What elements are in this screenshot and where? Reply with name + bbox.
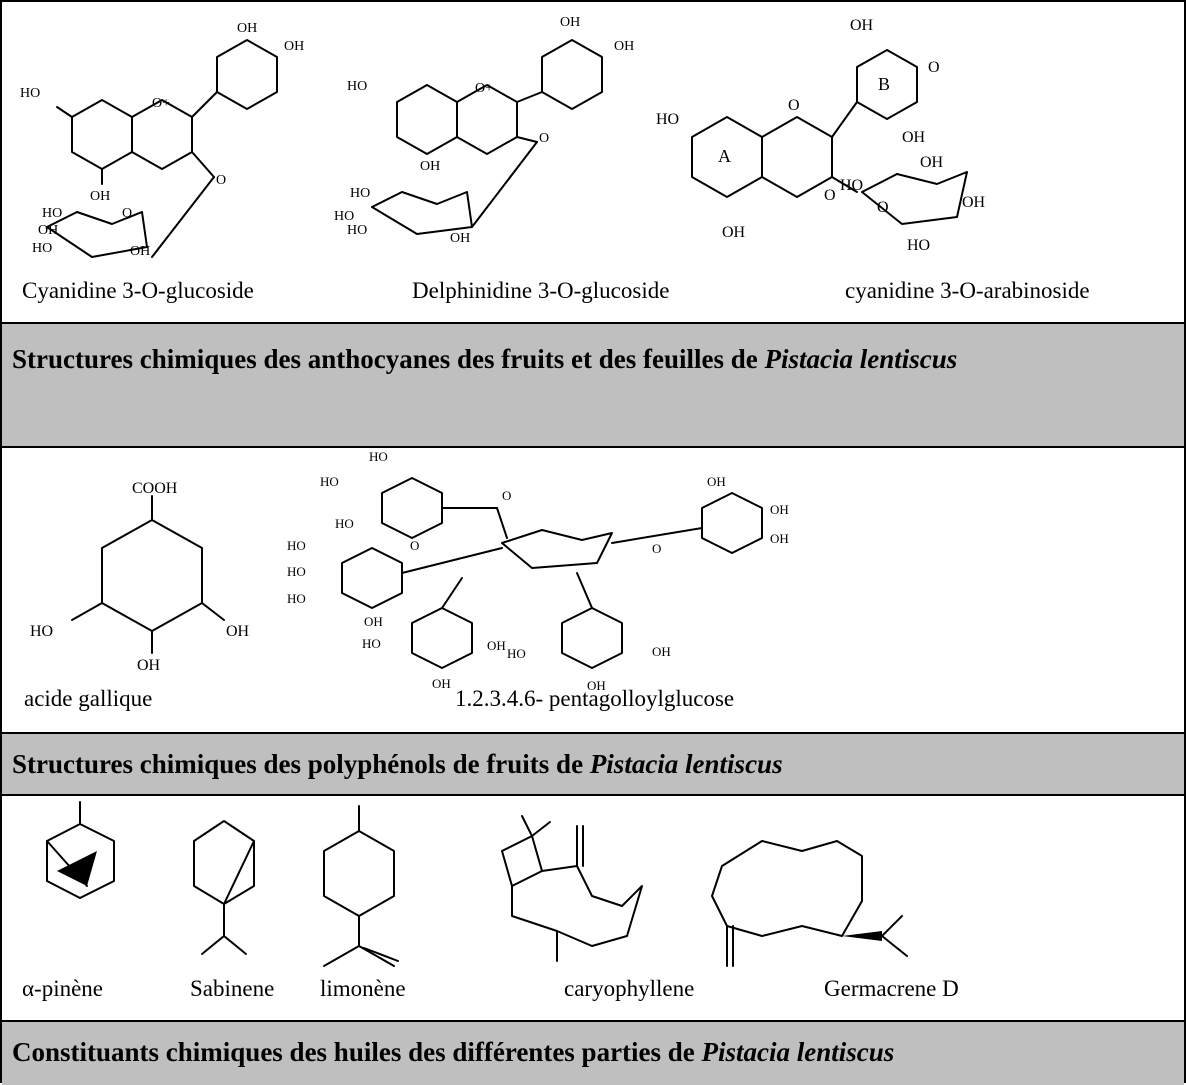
svg-text:HO: HO <box>350 186 370 201</box>
compound-label: acide gallique <box>24 686 153 711</box>
svg-text:HO: HO <box>32 241 52 256</box>
svg-text:O: O <box>502 488 511 503</box>
svg-text:OH: OH <box>614 39 634 54</box>
caption-species: Pistacia lentiscus <box>764 344 958 374</box>
svg-text:HO: HO <box>42 206 62 221</box>
svg-text:OH: OH <box>920 154 944 171</box>
svg-text:O: O <box>788 97 800 114</box>
svg-text:HO: HO <box>840 177 863 194</box>
svg-text:OH: OH <box>770 531 789 546</box>
germacrene-d-structure <box>711 840 908 967</box>
svg-text:OH: OH <box>962 194 986 211</box>
compound-label: Delphinidine 3-O-glucoside <box>412 278 670 303</box>
svg-text:O+: O+ <box>152 96 170 111</box>
svg-text:HO: HO <box>334 209 354 224</box>
svg-text:HO: HO <box>656 111 679 128</box>
caption-text: Structures chimiques des anthocyanes des… <box>12 344 765 374</box>
svg-text:HO: HO <box>369 449 388 464</box>
polyphenols-structures-row: COOH HO OH OH HO HO HO <box>2 448 1184 734</box>
caption-species: Pistacia lentiscus <box>701 1037 895 1067</box>
svg-text:OH: OH <box>284 39 304 54</box>
svg-text:O: O <box>539 131 549 146</box>
svg-text:OH: OH <box>237 21 257 36</box>
caption-text: Structures chimiques des polyphénols de … <box>12 749 590 779</box>
svg-text:OH: OH <box>130 244 150 259</box>
compound-label: caryophyllene <box>564 976 695 1001</box>
anthocyanins-structures-row: HO O+ OH OH OH O HO OH O HO OH <box>2 2 1184 324</box>
svg-text:OH: OH <box>587 678 606 693</box>
svg-text:B: B <box>878 74 890 94</box>
svg-text:O: O <box>652 541 661 556</box>
svg-text:OH: OH <box>722 224 746 241</box>
svg-text:O+: O+ <box>475 81 493 96</box>
limonene-structure <box>323 805 399 967</box>
svg-text:HO: HO <box>362 636 381 651</box>
svg-text:OH: OH <box>364 614 383 629</box>
anthocyanins-drawings: HO O+ OH OH OH O HO OH O HO OH <box>20 15 986 259</box>
svg-text:HO: HO <box>347 79 367 94</box>
svg-text:O: O <box>122 206 132 221</box>
svg-text:O: O <box>877 199 889 216</box>
svg-text:OH: OH <box>652 644 671 659</box>
svg-text:HO: HO <box>287 591 306 606</box>
compound-label: 1.2.3.4.6- pentagolloylglucose <box>455 686 735 711</box>
caption-species: Pistacia lentiscus <box>589 749 783 779</box>
svg-text:COOH: COOH <box>132 480 178 497</box>
compound-label: Germacrene D <box>824 976 959 1001</box>
svg-text:OH: OH <box>432 676 451 691</box>
polyphenols-drawings: COOH HO OH OH HO HO HO <box>30 449 789 693</box>
svg-text:OH: OH <box>487 638 506 653</box>
svg-text:A: A <box>718 146 731 166</box>
svg-text:OH: OH <box>420 159 440 174</box>
svg-text:OH: OH <box>38 223 58 238</box>
oils-caption: Constituants chimiques des huiles des di… <box>2 1022 1184 1085</box>
svg-text:OH: OH <box>90 189 110 204</box>
svg-text:HO: HO <box>287 538 306 553</box>
svg-text:O: O <box>410 538 419 553</box>
delphinidine-glucoside-structure: HO O+ OH OH OH O HO HO HO OH <box>334 15 634 246</box>
svg-text:HO: HO <box>287 564 306 579</box>
svg-text:HO: HO <box>335 516 354 531</box>
svg-text:HO: HO <box>907 237 930 254</box>
svg-text:O: O <box>824 187 836 204</box>
svg-text:HO: HO <box>320 474 339 489</box>
svg-text:HO: HO <box>20 86 40 101</box>
svg-text:HO: HO <box>30 623 53 640</box>
svg-text:OH: OH <box>707 474 726 489</box>
compound-label: Sabinene <box>190 976 275 1001</box>
cyanidine-arabinoside-structure: HO O A B OH O OH OH O HO OH OH HO O <box>656 17 986 254</box>
svg-text:OH: OH <box>560 15 580 30</box>
compound-label: cyanidine 3-O-arabinoside <box>845 278 1090 303</box>
oils-structures-row: α-pinène Sabinene limonène caryophyllene… <box>2 796 1184 1022</box>
compound-label: limonène <box>320 976 406 1001</box>
svg-text:HO: HO <box>347 223 367 238</box>
oils-drawings <box>46 801 908 967</box>
svg-text:OH: OH <box>902 129 926 146</box>
caryophyllene-structure <box>501 815 643 962</box>
svg-text:O: O <box>216 173 226 188</box>
compound-label: α-pinène <box>22 976 104 1001</box>
svg-text:O: O <box>928 59 940 76</box>
pentagalloylglucose-structure: HO HO HO O HO HO HO OH O OH OH OH O HO O… <box>287 449 789 693</box>
svg-text:OH: OH <box>226 623 250 640</box>
svg-text:OH: OH <box>850 17 874 34</box>
compound-label: Cyanidine 3-O-glucoside <box>22 278 254 303</box>
alpha-pinene-structure <box>46 801 115 899</box>
svg-text:OH: OH <box>770 502 789 517</box>
svg-text:OH: OH <box>450 231 470 246</box>
svg-text:OH: OH <box>137 657 161 674</box>
caption-text: Constituants chimiques des huiles des di… <box>12 1037 702 1067</box>
svg-text:HO: HO <box>507 646 526 661</box>
anthocyanins-caption: Structures chimiques des anthocyanes des… <box>2 324 1184 448</box>
cyanidine-glucoside-structure: HO O+ OH OH OH O HO OH O HO OH <box>20 21 304 259</box>
sabinene-structure <box>193 820 255 955</box>
gallic-acid-structure: COOH HO OH OH <box>30 480 250 674</box>
polyphenols-caption: Structures chimiques des polyphénols de … <box>2 734 1184 796</box>
